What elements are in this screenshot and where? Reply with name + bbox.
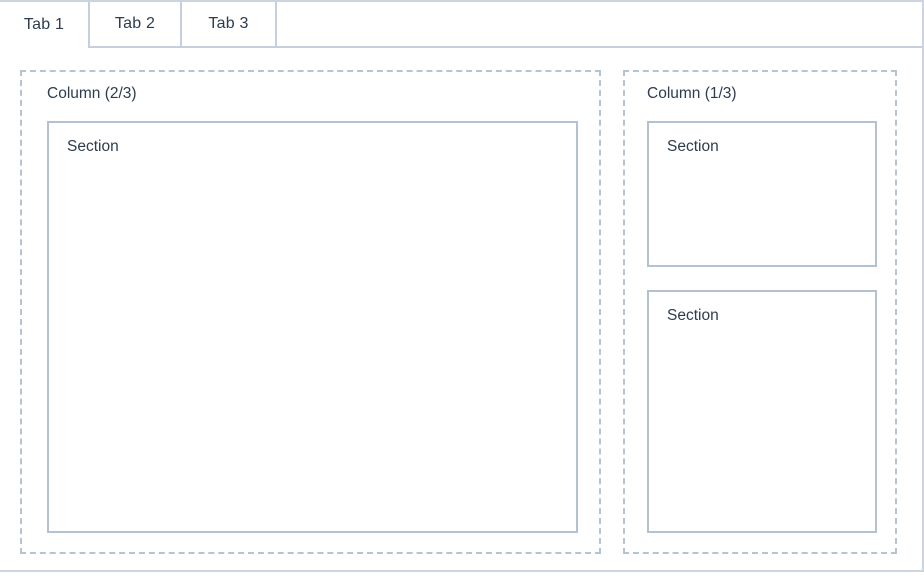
section-label: Section bbox=[67, 138, 119, 155]
tab-1[interactable]: Tab 1 bbox=[0, 2, 90, 48]
section-box-bottom: Section bbox=[647, 290, 877, 533]
content-area: Column (2/3) Section Column (1/3) Sectio… bbox=[20, 70, 897, 554]
column-two-thirds: Column (2/3) Section bbox=[20, 70, 601, 554]
section-box-main: Section bbox=[47, 121, 578, 533]
column-two-thirds-label: Column (2/3) bbox=[47, 85, 137, 102]
column-one-third: Column (1/3) Section Section bbox=[623, 70, 897, 554]
section-box-top: Section bbox=[647, 121, 877, 267]
column-one-third-label: Column (1/3) bbox=[647, 85, 737, 102]
section-label: Section bbox=[667, 307, 719, 324]
section-label: Section bbox=[667, 138, 719, 155]
tab-3[interactable]: Tab 3 bbox=[182, 2, 277, 48]
tab-bar: Tab 1 Tab 2 Tab 3 bbox=[0, 2, 922, 48]
tab-bar-filler bbox=[277, 2, 922, 48]
tab-2[interactable]: Tab 2 bbox=[90, 2, 182, 48]
